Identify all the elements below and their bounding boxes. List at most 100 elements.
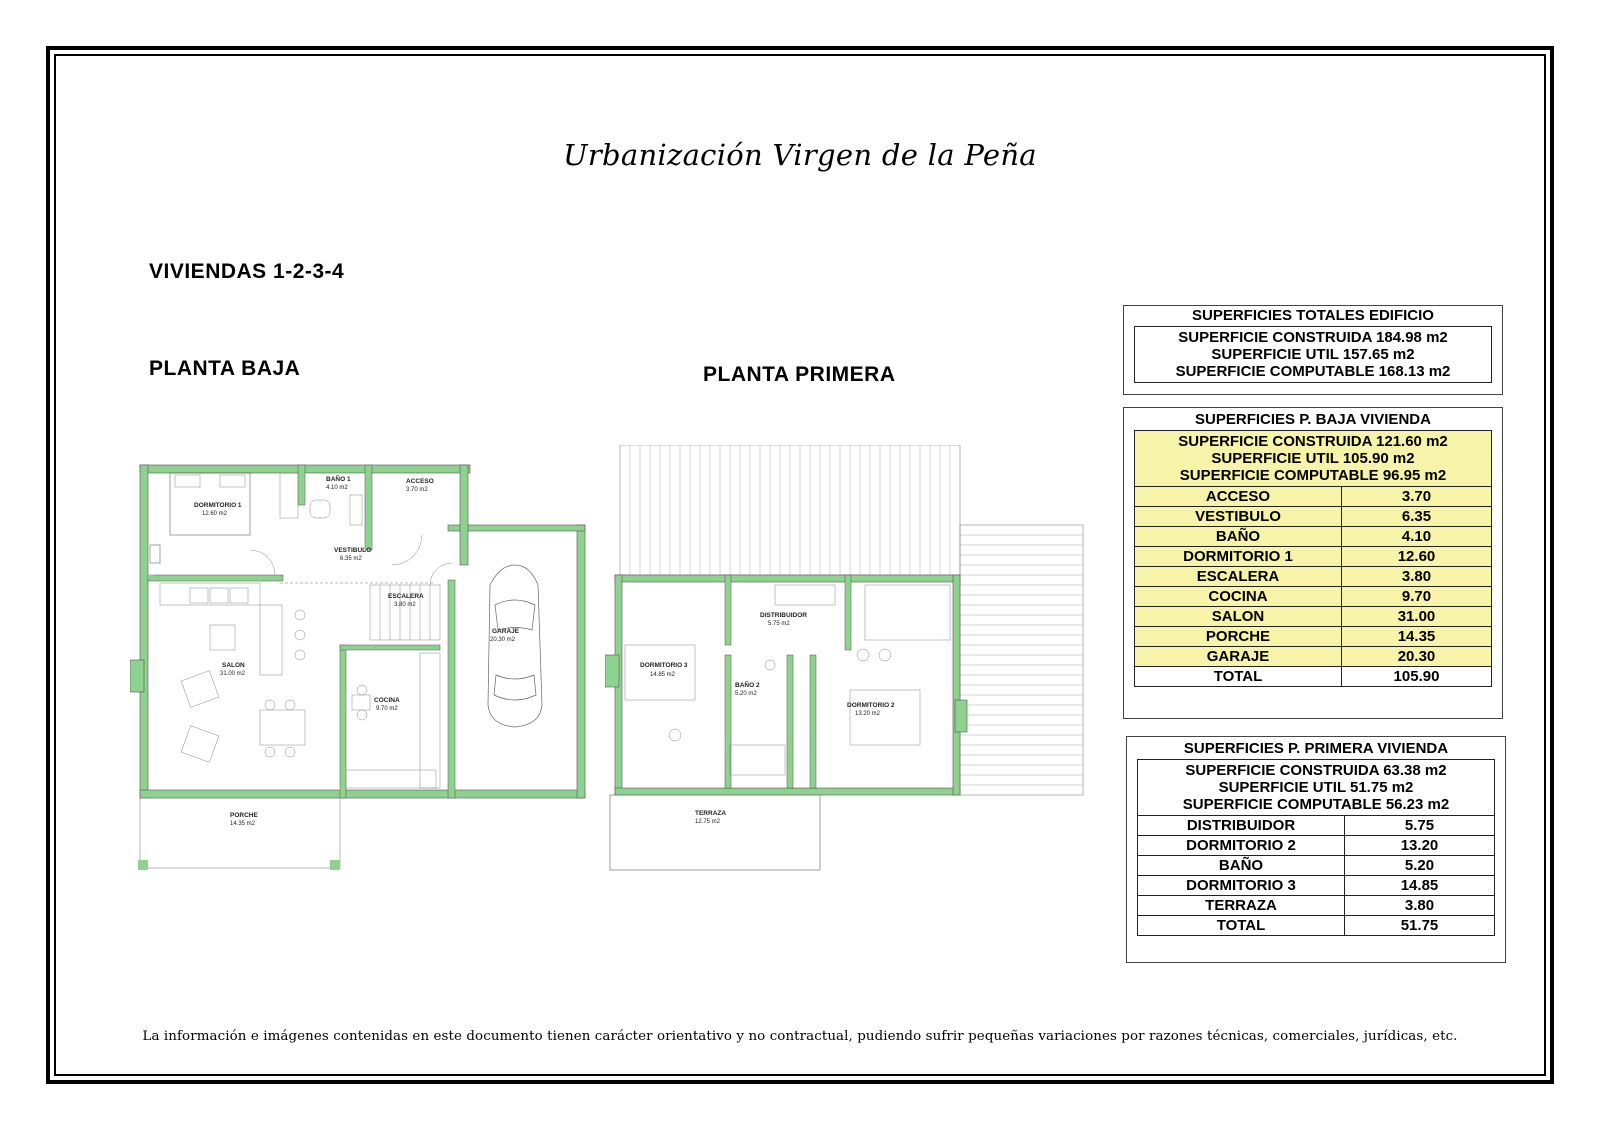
room-label-dormitorio2: DORMITORIO 2 [847,702,895,709]
total-label: TOTAL [1138,915,1345,935]
room-area-bano2: 5.20 m2 [735,691,757,697]
planta-baja-plan: DORMITORIO 1 12.60 m2 BAÑO 1 4.10 m2 ACC… [130,455,590,895]
row-name: DORMITORIO 1 [1135,546,1342,567]
room-area-porche: 14.35 m2 [230,821,256,827]
room-area-acceso: 3.70 m2 [406,487,428,493]
row-name: SALON [1135,606,1342,627]
row-name: COCINA [1135,586,1342,607]
row-value: 14.85 [1343,875,1494,896]
room-area-dormitorio2: 13.20 m2 [855,711,881,717]
room-area-cocina: 9.70 m2 [376,706,398,712]
baja-title: SUPERFICIES P. BAJA VIVIENDA [1195,411,1431,428]
row-value: 14.35 [1340,626,1491,647]
row-name: BAÑO [1138,855,1345,876]
room-label-bano2: BAÑO 2 [735,680,760,689]
room-label-porche: PORCHE [230,812,258,819]
row-name: VESTIBULO [1135,506,1342,527]
disclaimer-text: La información e imágenes contenidas en … [142,1029,1458,1044]
row-value: 12.60 [1340,546,1491,567]
room-area-bano1: 4.10 m2 [326,485,348,491]
planta-primera-title: PLANTA PRIMERA [703,363,896,386]
baja-line-computable: SUPERFICIE COMPUTABLE 96.95 m2 [1179,467,1447,484]
baja-line-construida: SUPERFICIE CONSTRUIDA 121.60 m2 [1178,433,1448,450]
viviendas-label: VIVIENDAS 1-2-3-4 [149,260,345,283]
row-value: 31.00 [1340,606,1491,627]
row-value: 20.30 [1340,646,1491,667]
primera-title: SUPERFICIES P. PRIMERA VIVIENDA [1183,740,1449,757]
row-name: PORCHE [1135,626,1342,647]
room-label-bano1: BAÑO 1 [326,474,351,483]
row-value: 6.35 [1340,506,1491,527]
room-area-distribuidor: 5.75 m2 [768,621,790,627]
room-area-escalera: 3.80 m2 [394,602,416,608]
baja-line-util: SUPERFICIE UTIL 105.90 m2 [1211,450,1415,467]
room-area-vestibulo: 6.35 m2 [340,556,362,562]
room-label-dormitorio3: DORMITORIO 3 [640,662,688,669]
room-label-terraza: TERRAZA [695,810,726,817]
total-label: TOTAL [1135,666,1342,686]
primera-line-construida: SUPERFICIE CONSTRUIDA 63.38 m2 [1185,762,1447,779]
row-name: BAÑO [1135,526,1342,547]
primera-line-util: SUPERFICIE UTIL 51.75 m2 [1218,779,1414,796]
row-value: 3.80 [1343,895,1494,916]
room-area-garaje: 20.30 m2 [490,637,516,643]
planta-primera-plan: DISTRIBUIDOR 5.75 m2 DORMITORIO 3 14.85 … [605,445,1085,895]
totales-line-construida: SUPERFICIE CONSTRUIDA 184.98 m2 [1178,329,1448,346]
row-value: 9.70 [1340,586,1491,607]
room-label-vestibulo: VESTIBULO [334,547,371,554]
row-value: 3.80 [1340,566,1491,587]
row-name: ACCESO [1135,486,1342,507]
row-value: 13.20 [1343,835,1494,856]
room-area-dormitorio1: 12.60 m2 [202,511,228,517]
planta-baja-drawing: DORMITORIO 1 12.60 m2 BAÑO 1 4.10 m2 ACC… [130,464,586,870]
totales-title: SUPERFICIES TOTALES EDIFICIO [1192,307,1434,324]
page-border-inner [54,54,1546,1076]
row-value: 5.20 [1343,855,1494,876]
total-value: 105.90 [1340,666,1491,686]
room-area-dormitorio3: 14.85 m2 [650,672,676,678]
room-label-salon: SALON [222,662,245,669]
room-label-dormitorio1: DORMITORIO 1 [194,502,242,509]
primera-line-computable: SUPERFICIE COMPUTABLE 56.23 m2 [1182,796,1450,813]
row-name: ESCALERA [1135,566,1342,587]
primera-table: SUPERFICIES P. PRIMERA VIVIENDA SUPERFIC… [1126,736,1506,963]
row-name: TERRAZA [1138,895,1345,916]
row-name: GARAJE [1135,646,1342,667]
totales-line-computable: SUPERFICIE COMPUTABLE 168.13 m2 [1175,363,1451,380]
room-label-escalera: ESCALERA [388,593,424,600]
room-area-terraza: 12.75 m2 [695,819,721,825]
document-title: Urbanización Virgen de la Peña [563,138,1037,172]
baja-table: SUPERFICIES P. BAJA VIVIENDA SUPERFICIE … [1123,407,1503,719]
row-value: 4.10 [1340,526,1491,547]
total-value: 51.75 [1343,915,1494,935]
room-label-cocina: COCINA [374,697,400,704]
totales-table: SUPERFICIES TOTALES EDIFICIO SUPERFICIE … [1123,305,1503,395]
row-name: DISTRIBUIDOR [1138,815,1345,836]
page-border-outer [46,46,1554,1084]
row-name: DORMITORIO 2 [1138,835,1345,856]
room-label-distribuidor: DISTRIBUIDOR [760,612,807,619]
totales-line-util: SUPERFICIE UTIL 157.65 m2 [1211,346,1415,363]
planta-baja-title: PLANTA BAJA [149,357,301,380]
room-label-garaje: GARAJE [492,628,520,635]
planta-primera-drawing: DISTRIBUIDOR 5.75 m2 DORMITORIO 3 14.85 … [605,445,1084,871]
row-name: DORMITORIO 3 [1138,875,1345,896]
room-area-salon: 31.00 m2 [220,671,246,677]
